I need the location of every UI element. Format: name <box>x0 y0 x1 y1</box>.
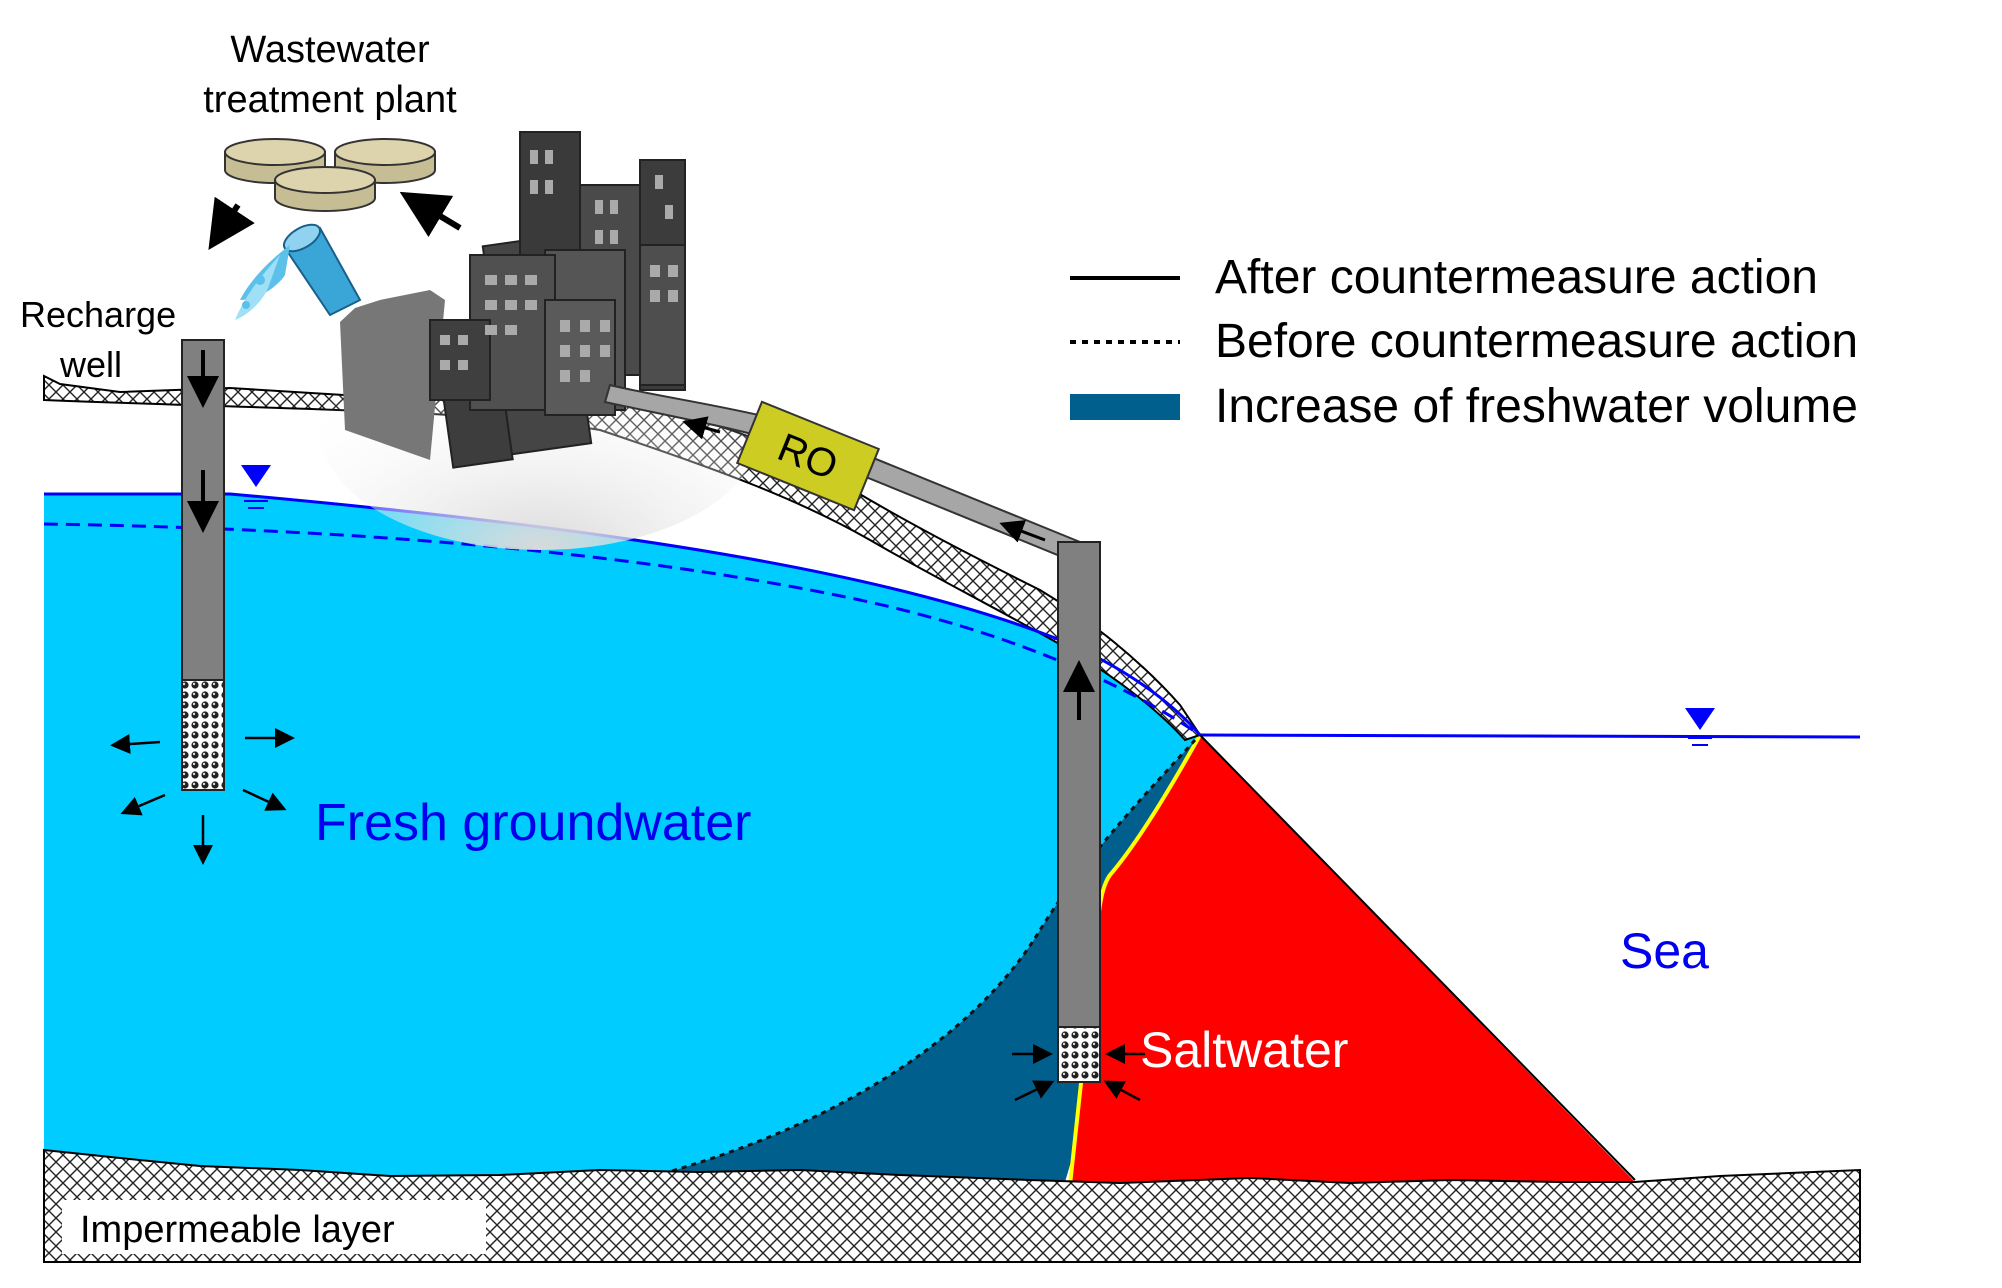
impermeable-layer <box>43 1148 1861 1263</box>
pipe-flow-arrow <box>682 416 721 440</box>
plant-label-line1: Wastewater <box>230 29 430 71</box>
legend: After countermeasure action Before count… <box>1070 251 1858 433</box>
flow-arrow-city-to-plant <box>399 191 462 238</box>
recharge-out-arrow <box>242 788 287 811</box>
legend-label-increase: Increase of freshwater volume <box>1215 380 1858 433</box>
interface-before-dotted <box>664 738 1197 1175</box>
flow-arrow-plant-to-well <box>208 196 255 251</box>
legend-block-icon <box>1070 394 1180 420</box>
ro-unit: RO <box>735 400 881 512</box>
impermeable-layer-label: Impermeable layer <box>80 1209 395 1251</box>
pipe-flow-arrow <box>999 520 1046 543</box>
saltwater-wedge <box>1070 735 1635 1185</box>
inflow-arrow <box>1103 1080 1141 1102</box>
recharge-well-screen <box>181 679 225 791</box>
clarifier-tank-icon <box>224 138 436 212</box>
recharge-out-arrow <box>120 793 166 816</box>
recharge-well-label-line2: well <box>59 344 122 385</box>
pumping-well-casing <box>1057 541 1101 1028</box>
fresh-groundwater-label: Fresh groundwater <box>315 794 751 852</box>
sea-label: Sea <box>1620 923 1709 979</box>
recharge-out-arrow <box>110 734 161 754</box>
ro-pipe <box>603 383 1081 558</box>
seabed-slope <box>1199 734 1636 1181</box>
legend-label-after: After countermeasure action <box>1215 251 1818 304</box>
inflow-arrow <box>1014 1080 1055 1102</box>
legend-label-before: Before countermeasure action <box>1215 315 1858 368</box>
water-level-marker-icon <box>1685 708 1715 746</box>
plant-label-line2: treatment plant <box>203 79 457 121</box>
pumping-well-screen <box>1057 1026 1101 1083</box>
city-buildings-icon <box>340 131 686 469</box>
recharge-well-label-line1: Recharge <box>20 294 176 335</box>
water-bucket-icon <box>235 223 362 320</box>
water-level-marker-icon <box>241 465 271 509</box>
sea-level-line <box>1199 733 1861 739</box>
saltwater-label: Saltwater <box>1140 1022 1348 1078</box>
fresh-groundwater-area <box>44 494 1200 1180</box>
impermeable-label-box <box>62 1200 486 1254</box>
